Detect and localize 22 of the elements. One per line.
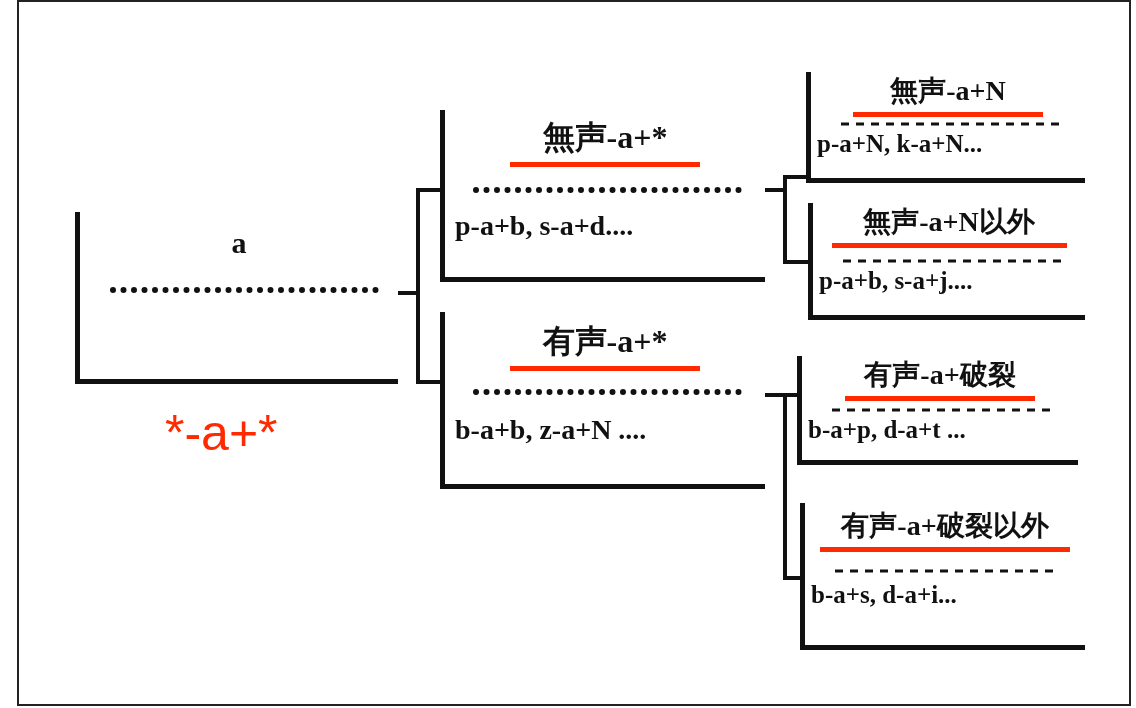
node-heading: 無声-a+N xyxy=(853,72,1043,117)
example-list: b-a+p, d-a+t ... xyxy=(808,416,966,444)
bracket-node xyxy=(808,203,1085,320)
node-heading: 無声-a+N以外 xyxy=(831,203,1067,248)
bracket-node xyxy=(75,212,398,384)
node-heading: 有声-a+破裂以外 xyxy=(820,507,1070,552)
bracket-node xyxy=(800,503,1085,650)
bracket-node xyxy=(806,72,1085,183)
bracket-node xyxy=(440,110,765,282)
example-list: b-a+s, d-a+i... xyxy=(811,581,957,609)
node-heading: a xyxy=(231,226,247,260)
example-list: p-a+b, s-a+d.... xyxy=(455,210,634,242)
node-heading: 無声-a+* xyxy=(510,116,700,167)
bracket-connector xyxy=(765,393,800,580)
pattern-label: *-a+* xyxy=(165,404,278,462)
node-heading: 有声-a+* xyxy=(510,320,700,371)
bracket-node xyxy=(440,312,765,489)
node-heading: 有声-a+破裂 xyxy=(845,356,1035,401)
example-list: p-a+N, k-a+N... xyxy=(817,130,983,158)
example-list: b-a+b, z-a+N .... xyxy=(455,414,647,446)
bracket-node xyxy=(797,356,1078,465)
example-list: p-a+b, s-a+j.... xyxy=(819,267,973,295)
